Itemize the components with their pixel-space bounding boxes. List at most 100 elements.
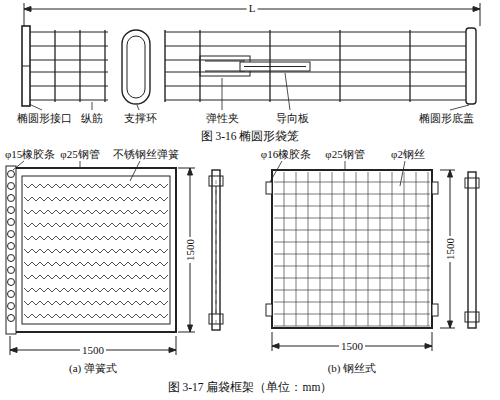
stainless-spring [24, 223, 168, 227]
steel-wire [274, 242, 430, 243]
side-view-detail [216, 210, 217, 214]
part-name: 不锈钢丝弹簧 [111, 148, 181, 160]
part-name: φ25钢管 [323, 148, 366, 160]
side-view-detail [216, 310, 217, 314]
steel-wire [274, 278, 430, 279]
rubber-strip-hole [8, 267, 15, 274]
rubber-strip-hole [8, 231, 15, 238]
steel-wire [296, 172, 297, 326]
side-view-detail [216, 260, 217, 264]
subfigure-label: (a) 弹簧式 [67, 362, 119, 374]
steel-wire [274, 302, 430, 303]
side-view-detail [216, 240, 217, 244]
figure-caption: 图 3-16 椭圆形袋笼 [199, 130, 302, 143]
steel-wire [274, 266, 430, 267]
steel-wire [344, 172, 345, 326]
side-view-detail [216, 250, 217, 254]
longitudinal-rod [165, 100, 466, 101]
longitudinal-rod [165, 46, 466, 47]
spring-type-frame [6, 166, 223, 334]
support-ring [199, 30, 200, 102]
steel-wire [274, 206, 430, 207]
longitudinal-rod [165, 86, 466, 87]
steel-wire [368, 172, 369, 326]
steel-wire [274, 182, 430, 183]
part-name: φ2钢丝 [389, 148, 427, 160]
stainless-spring [24, 301, 168, 305]
rubber-strip-hole [8, 171, 15, 178]
steel-wire [274, 218, 430, 219]
stainless-spring [24, 262, 168, 266]
subfigure-label: (b) 钢丝式 [326, 362, 379, 374]
steel-wire [274, 254, 430, 255]
part-name: φ15橡胶条 [3, 148, 57, 160]
wire-type-frame [266, 170, 479, 328]
steel-wire [274, 290, 430, 291]
longitudinal-rod [30, 86, 108, 87]
dimension-text: L [247, 2, 258, 14]
stainless-spring [24, 210, 168, 214]
side-view-detail [216, 190, 217, 194]
steel-wire [320, 172, 321, 326]
longitudinal-rod [165, 32, 466, 33]
stainless-spring [24, 197, 168, 201]
dimension-text: 1500 [444, 236, 456, 262]
rubber-strip-hole [8, 183, 15, 190]
rubber-strip-hole [8, 219, 15, 226]
side-view-detail [216, 200, 217, 204]
steel-wire [274, 314, 430, 315]
oval-bag-cage [22, 26, 476, 106]
dimension-text: 1500 [184, 237, 196, 263]
rubber-strip-hole [8, 315, 15, 322]
longitudinal-rod [165, 60, 466, 61]
steel-wire [274, 326, 430, 327]
steel-wire [416, 172, 417, 326]
side-view-detail [216, 300, 217, 304]
stainless-spring [24, 275, 168, 279]
steel-wire [332, 172, 333, 326]
stainless-spring [24, 288, 168, 292]
steel-wire [274, 230, 430, 231]
rubber-strip-hole [8, 303, 15, 310]
length-dimension [24, 3, 480, 26]
leader-lines [13, 73, 469, 186]
part-name: φ25钢管 [58, 148, 101, 160]
steel-wire [404, 172, 405, 326]
support-ring [409, 30, 410, 102]
side-view-detail [216, 270, 217, 274]
longitudinal-rod [30, 100, 108, 101]
part-name: φ16橡胶条 [259, 148, 313, 160]
longitudinal-rod [165, 72, 466, 73]
rubber-strip-hole [8, 195, 15, 202]
stainless-spring [24, 249, 168, 253]
part-name: 椭圆形接口 [15, 112, 74, 124]
longitudinal-rod [30, 32, 108, 33]
side-view-detail [216, 220, 217, 224]
rubber-strip-hole [8, 207, 15, 214]
spring-frame-dimensions [10, 168, 195, 355]
dimension-text: 1500 [339, 340, 365, 352]
steel-wire [356, 172, 357, 326]
steel-wire [380, 172, 381, 326]
rubber-strip-hole [8, 255, 15, 262]
support-ring [79, 30, 80, 102]
steel-wire [308, 172, 309, 326]
rubber-strip-hole [8, 279, 15, 286]
steel-wire [392, 172, 393, 326]
longitudinal-rod [30, 72, 108, 73]
steel-wire [284, 172, 285, 326]
rubber-strip-hole [8, 243, 15, 250]
dimension-text: 1500 [80, 344, 106, 356]
longitudinal-rod [30, 60, 108, 61]
side-view-detail [216, 280, 217, 284]
stainless-spring [24, 184, 168, 188]
part-name: 椭圆形底盖 [417, 112, 476, 124]
figure-caption: 图 3-17 扁袋框架（单位：mm） [166, 381, 335, 394]
side-view-detail [216, 290, 217, 294]
part-name: 支撑环 [122, 112, 159, 124]
longitudinal-rod [30, 46, 108, 47]
support-ring [54, 30, 55, 102]
part-name: 纵筋 [79, 112, 105, 124]
stainless-spring [24, 236, 168, 240]
support-ring [104, 30, 105, 102]
